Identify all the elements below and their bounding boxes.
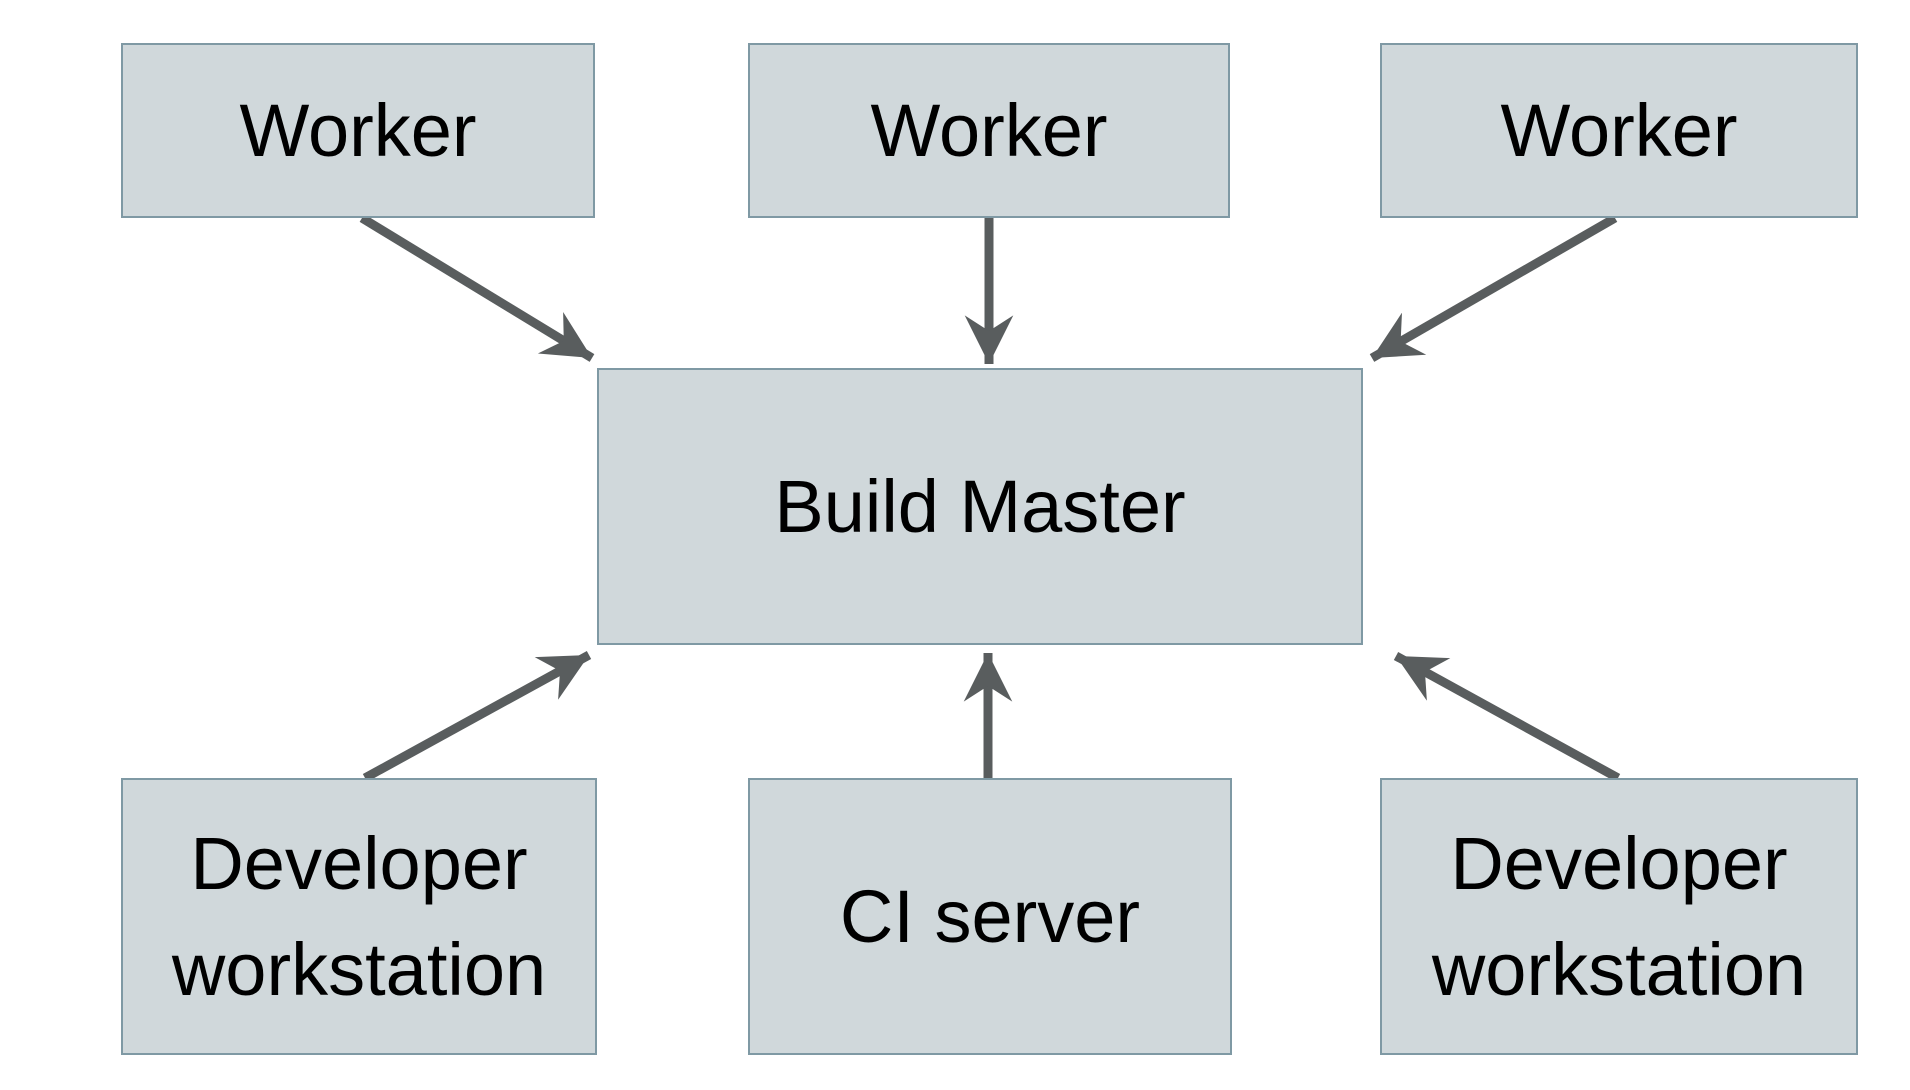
node-developer-workstation-1: Developer workstation bbox=[121, 778, 597, 1055]
edge-dev-workstation-2-to-build-master-arrow bbox=[1393, 652, 1621, 782]
node-developer-workstation-2-label: Developer workstation bbox=[1431, 822, 1807, 1011]
node-developer-workstation-1-label: Developer workstation bbox=[171, 822, 547, 1011]
node-build-master: Build Master bbox=[597, 368, 1363, 645]
edge-dev-workstation-1-to-build-master-arrow bbox=[362, 651, 592, 782]
node-worker-3-label: Worker bbox=[1500, 88, 1738, 172]
node-worker-1: Worker bbox=[121, 43, 595, 218]
edge-worker-3-to-build-master-arrow bbox=[1369, 214, 1618, 362]
node-ci-server: CI server bbox=[748, 778, 1232, 1055]
edge-worker-1-to-build-master-arrow bbox=[359, 214, 595, 362]
node-worker-2-label: Worker bbox=[870, 88, 1108, 172]
node-developer-workstation-2: Developer workstation bbox=[1380, 778, 1858, 1055]
node-worker-1-label: Worker bbox=[239, 88, 477, 172]
node-build-master-label: Build Master bbox=[774, 464, 1186, 548]
node-worker-3: Worker bbox=[1380, 43, 1858, 218]
node-ci-server-label: CI server bbox=[839, 874, 1141, 958]
node-worker-2: Worker bbox=[748, 43, 1230, 218]
